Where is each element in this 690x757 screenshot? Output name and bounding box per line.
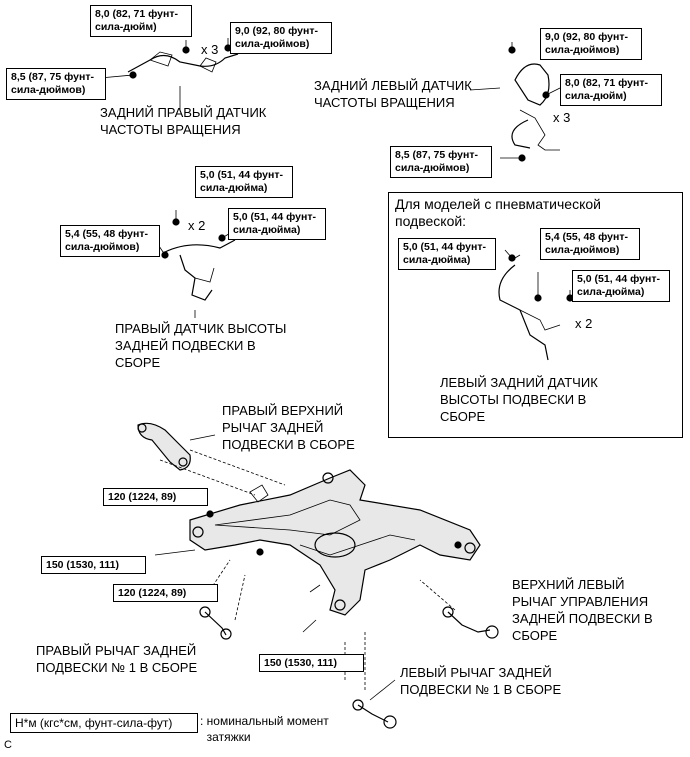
multiplier-rl-x3: x 3 [553, 110, 571, 125]
left-height-sensor-drawing [498, 249, 574, 361]
multiplier-rr-x3: x 3 [201, 42, 219, 57]
multiplier-rh-x2: x 2 [188, 218, 206, 233]
label-lh-upper-arm: ВЕРХНИЙ ЛЕВЫЙ РЫЧАГ УПРАВЛЕНИЯ ЗАДНЕЙ ПО… [512, 577, 653, 643]
torque-lh-height-right: 5,0 (51, 44 фунт- сила-дюйма) [572, 270, 670, 302]
torque-crossmember-120-top: 120 (1224, 89) [103, 488, 208, 506]
corner-mark: C [4, 739, 12, 751]
air-suspension-title: Для моделей с пневматической подвеской: [395, 196, 601, 229]
left-arm-no1-drawing [344, 630, 397, 729]
label-rh-height-sensor: ПРАВЫЙ ДАТЧИК ВЫСОТЫ ЗАДНЕЙ ПОДВЕСКИ В С… [115, 321, 287, 370]
torque-rl-sensor-bottom: 8,5 (87, 75 фунт- сила-дюймов) [390, 146, 492, 178]
torque-rr-sensor-top: 8,0 (82, 71 фунт- сила-дюйм) [90, 5, 192, 37]
right-upper-arm-drawing [137, 422, 286, 496]
label-rl-speed-sensor: ЗАДНИЙ ЛЕВЫЙ ДАТЧИК ЧАСТОТЫ ВРАЩЕНИЯ [314, 78, 472, 110]
torque-crossmember-150-left: 150 (1530, 111) [41, 556, 146, 574]
legend-unit-box: Н*м (кгс*см, фунт-сила-фут) [10, 713, 198, 733]
torque-rh-height-right: 5,0 (51, 44 фунт- сила-дюйма) [228, 208, 326, 240]
torque-rl-sensor-top: 9,0 (92, 80 фунт- сила-дюймов) [540, 28, 642, 60]
rear-crossmember-drawing [154, 469, 481, 633]
label-rh-upper-arm: ПРАВЫЙ ВЕРХНИЙ РЫЧАГ ЗАДНЕЙ ПОДВЕСКИ В С… [222, 403, 355, 452]
torque-rh-height-left: 5,4 (55, 48 фунт- сила-дюймов) [60, 225, 160, 257]
label-rr-speed-sensor: ЗАДНИЙ ПРАВЫЙ ДАТЧИК ЧАСТОТЫ ВРАЩЕНИЯ [100, 105, 267, 137]
left-upper-arm-drawing [419, 579, 499, 639]
label-rh-arm-no1: ПРАВЫЙ РЫЧАГ ЗАДНЕЙ ПОДВЕСКИ № 1 В СБОРЕ [36, 643, 198, 675]
torque-crossmember-120-mid: 120 (1224, 89) [113, 584, 218, 602]
air-suspension-frame [388, 192, 683, 438]
label-lh-arm-no1: ЛЕВЫЙ РЫЧАГ ЗАДНЕЙ ПОДВЕСКИ № 1 В СБОРЕ [400, 665, 562, 697]
multiplier-lh-x2: x 2 [575, 316, 593, 331]
torque-lh-height-top: 5,4 (55, 48 фунт- сила-дюймов) [540, 228, 640, 260]
right-arm-no1-drawing [199, 559, 246, 640]
torque-crossmember-150-bottom: 150 (1530, 111) [259, 654, 364, 672]
torque-rr-sensor-right: 9,0 (92, 80 фунт- сила-дюймов) [230, 22, 332, 54]
label-lh-height-sensor: ЛЕВЫЙ ЗАДНИЙ ДАТЧИК ВЫСОТЫ ПОДВЕСКИ В СБ… [440, 375, 598, 424]
rear-left-speed-sensor-drawing [469, 42, 561, 162]
torque-lh-height-left: 5,0 (51, 44 фунт- сила-дюйма) [398, 238, 496, 270]
torque-rl-sensor-mid: 8,0 (82, 71 фунт- сила-дюйм) [560, 74, 662, 106]
torque-rh-height-top: 5,0 (51, 44 фунт- сила-дюйма) [195, 166, 293, 198]
rear-right-speed-sensor-drawing [99, 38, 239, 110]
legend-description: : номинальный момент затяжки [200, 714, 329, 744]
torque-rr-sensor-left: 8,5 (87, 75 фунт- сила-дюймов) [6, 68, 106, 100]
